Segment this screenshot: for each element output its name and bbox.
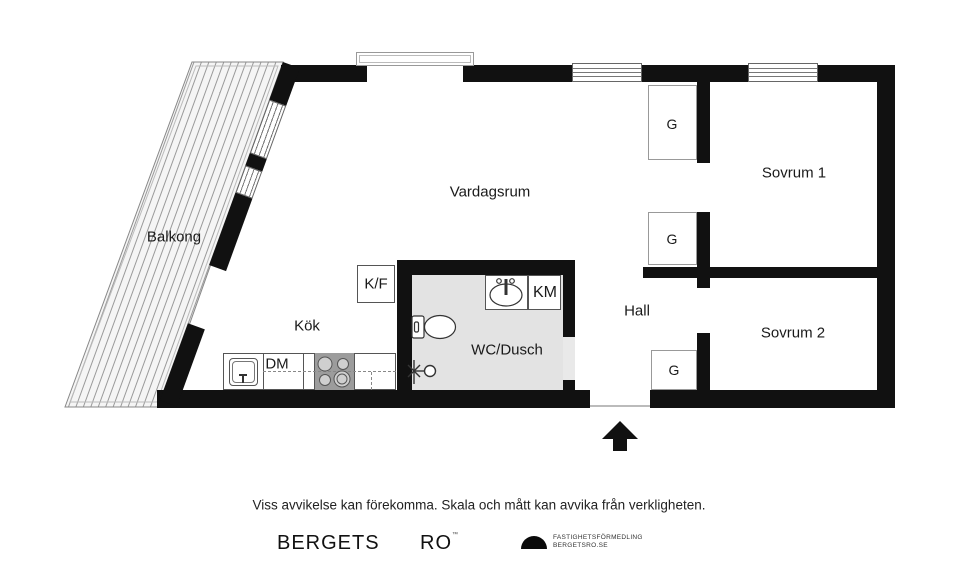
fridge-freezer-box [357, 265, 395, 303]
trademark-icon: ™ [452, 532, 459, 538]
bathroom-door-threshold [563, 337, 575, 383]
fixture-label-washer: KM [533, 284, 557, 301]
window-icon [748, 63, 818, 82]
closet-label: G [666, 231, 678, 247]
room-label-living: Vardagsrum [449, 183, 531, 201]
kitchen-tap-icon [242, 374, 244, 383]
wall-right [877, 65, 895, 408]
closet-box [648, 212, 697, 265]
room-label-hall: Hall [624, 302, 650, 320]
kitchen-tap-bar [239, 374, 247, 376]
wall-top-2 [463, 65, 572, 82]
entrance-threshold [590, 405, 650, 407]
room-label-bed2: Sovrum 2 [760, 324, 826, 342]
bay-window-inner [359, 55, 471, 63]
room-label-kitchen: Kök [294, 317, 320, 335]
wall-bed1-lower [697, 212, 710, 288]
closet-label: G [668, 362, 680, 378]
room-label-bed1: Sovrum 1 [761, 164, 827, 182]
fixture-label-fridge: K/F [364, 275, 388, 293]
firm-line1: FASTIGHETSFÖRMEDLING [553, 534, 643, 541]
window-icon [572, 63, 642, 82]
kitchen-sink-icon [229, 358, 258, 386]
washing-machine-box [528, 275, 561, 310]
bath-sink-box [485, 275, 528, 310]
wall-top-4 [818, 65, 895, 82]
wall-bath-left [397, 260, 412, 408]
closet-box [648, 85, 697, 160]
room-label-bath: WC/Dusch [471, 341, 543, 359]
disclaimer-text: Viss avvikelse kan förekomma. Skala och … [252, 497, 706, 513]
wall-bed1-upper [697, 82, 710, 163]
entrance-arrow-icon [602, 421, 638, 451]
wall-segment [209, 192, 253, 272]
wall-bedroom-divider [643, 267, 895, 278]
counter-dash [263, 371, 396, 372]
fixture-label-dishwasher: DM [265, 355, 289, 373]
closet-box [651, 350, 697, 390]
closet-label: G [666, 116, 678, 132]
brand-wordmark-right: RO™ [420, 532, 459, 555]
wall-bath-top [397, 260, 575, 275]
firm-line2: BERGETSRO.SE [553, 542, 608, 549]
firm-text: FASTIGHETSFÖRMEDLING BERGETSRO.SE [553, 534, 643, 550]
wall-segment [269, 62, 300, 106]
wall-bath-right-lower [563, 380, 575, 408]
room-label-balcony: Balkong [146, 228, 202, 246]
wall-top-3 [642, 65, 748, 82]
counter-dash [371, 372, 372, 390]
wall-bottom-left [157, 390, 590, 408]
wall-bed2 [697, 333, 710, 390]
brand-ro: RO [420, 532, 452, 554]
brand-wordmark-left: BERGETS [277, 532, 380, 554]
bay-window-icon [356, 52, 474, 66]
balcony-window-icon [249, 99, 287, 160]
dome-logo-icon [521, 536, 547, 549]
wall-top-1 [281, 65, 367, 82]
wall-bottom-right [650, 390, 895, 408]
wall-bath-right-upper [563, 275, 575, 337]
